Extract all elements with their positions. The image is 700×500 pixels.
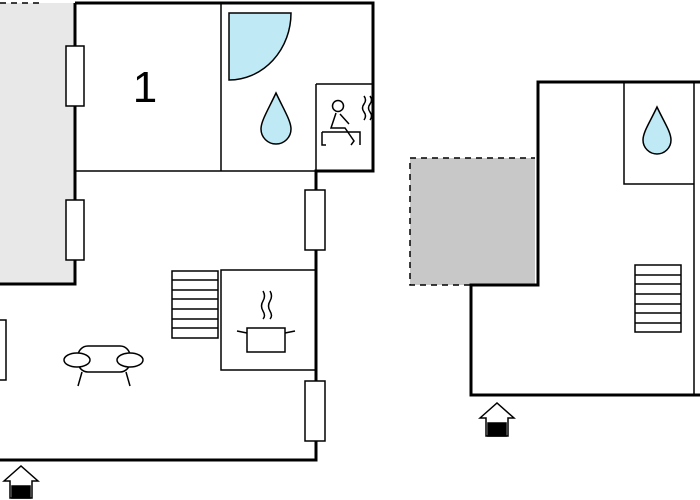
balcony-area (410, 158, 535, 285)
water-drop-icon (260, 91, 292, 145)
cooking-pot-icon (236, 290, 296, 353)
ground-floor: 1 (0, 1, 375, 499)
window (0, 319, 7, 381)
window (304, 380, 326, 442)
upper-floor-outer-wall (469, 80, 700, 397)
window (65, 199, 85, 261)
sauna-icon (321, 95, 373, 146)
upper-floor (409, 80, 700, 437)
stairs-icon (634, 264, 682, 333)
room-number: 1 (133, 63, 157, 112)
stairs-icon (171, 270, 219, 339)
entrance-icon (478, 401, 516, 437)
terrace-area (0, 3, 75, 284)
window (65, 45, 85, 107)
entrance-icon (2, 464, 40, 499)
shower-icon (228, 12, 292, 81)
kitchen-counter (220, 269, 317, 371)
water-drop-icon (642, 105, 672, 155)
window (304, 189, 326, 251)
upper-bathroom-wall (623, 82, 694, 185)
ground-floor-outer-wall (0, 1, 375, 462)
balcony-dashed-edge (409, 157, 535, 286)
sofa-icon (63, 345, 144, 387)
